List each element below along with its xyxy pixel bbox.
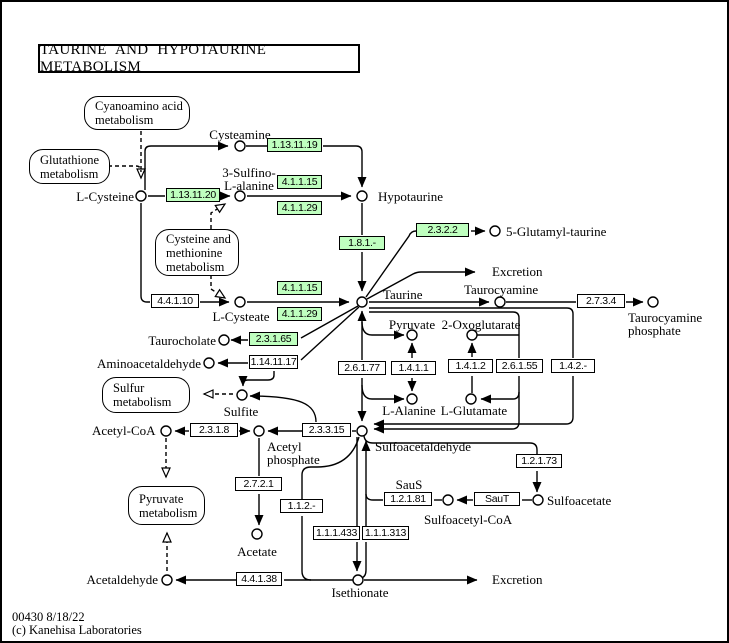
enzyme-box-2.6.1.77[interactable]: 2.6.1.77 xyxy=(338,361,386,375)
enzyme-box-1.2.1.81[interactable]: 1.2.1.81 xyxy=(384,492,432,506)
compound-node-sulfoacetaldehyde[interactable] xyxy=(356,425,368,437)
enzyme-box-1.4.1.1[interactable]: 1.4.1.1 xyxy=(391,361,436,375)
compound-node-isethionate[interactable] xyxy=(352,574,364,586)
label-pyruvate: Pyruvate xyxy=(388,317,436,332)
enzyme-box-1.1.1.433[interactable]: 1.1.1.433 xyxy=(313,526,360,540)
label-5-glutamyl-taurine: 5-Glutamyl-taurine xyxy=(506,224,607,239)
enzyme-box-2.7.3.4[interactable]: 2.7.3.4 xyxy=(577,294,625,308)
pathway-link-cyanoamino-acid-metabolism[interactable]: Cyanoamino acid metabolism xyxy=(84,96,190,130)
enzyme-box-4.1.1.15-lower[interactable]: 4.1.1.15 xyxy=(277,281,322,295)
enzyme-box-1.13.11.20[interactable]: 1.13.11.20 xyxy=(166,188,220,202)
enzyme-box-1.4.2.-[interactable]: 1.4.2.- xyxy=(551,359,595,373)
compound-node-acetyl-coa[interactable] xyxy=(160,425,172,437)
label-isethionate: Isethionate xyxy=(331,585,389,600)
enzyme-box-1.1.1.313[interactable]: 1.1.1.313 xyxy=(362,526,409,540)
compound-node-cysteamine[interactable] xyxy=(234,140,246,152)
compound-node-acetate[interactable] xyxy=(251,528,263,540)
label-l-cysteate: L-Cysteate xyxy=(212,309,270,324)
enzyme-box-2.3.2.2[interactable]: 2.3.2.2 xyxy=(416,223,469,237)
label-acetate: Acetate xyxy=(237,544,277,559)
compound-node-taurocyamine-phosphate[interactable] xyxy=(647,296,659,308)
pathway-link-pyruvate-metabolism[interactable]: Pyruvate metabolism xyxy=(128,486,205,525)
enzyme-box-4.1.1.15-upper[interactable]: 4.1.1.15 xyxy=(277,175,322,189)
compound-node-3-sulfino-l-alanine[interactable] xyxy=(234,190,246,202)
label-cysteamine: Cysteamine xyxy=(209,127,271,142)
enzyme-box-4.1.1.29-lower[interactable]: 4.1.1.29 xyxy=(277,307,322,321)
enzyme-box-2.6.1.55[interactable]: 2.6.1.55 xyxy=(496,359,543,373)
label-saus: SauS xyxy=(395,477,423,492)
reaction-edges xyxy=(140,141,644,585)
copyright: (c) Kanehisa Laboratories xyxy=(12,623,142,637)
label-excretion-top: Excretion xyxy=(492,264,543,279)
compound-node-taurocholate[interactable] xyxy=(218,334,230,346)
label-sulfoacetate: Sulfoacetate xyxy=(547,493,612,508)
label-excretion-bottom: Excretion xyxy=(492,572,543,587)
dashed-pathway-links xyxy=(108,131,233,571)
enzyme-box-1.8.1.-[interactable]: 1.8.1.- xyxy=(339,236,385,250)
label-aminoacetaldehyde: Aminoacetaldehyde xyxy=(97,356,201,371)
enzyme-box-4.4.1.10[interactable]: 4.4.1.10 xyxy=(151,294,199,308)
enzyme-box-1.1.2.-[interactable]: 1.1.2.- xyxy=(280,499,323,513)
label-acetyl-phosphate: Acetyl phosphate xyxy=(267,439,320,467)
compound-node-sulfite[interactable] xyxy=(236,389,248,401)
label-sulfoacetaldehyde: Sulfoacetaldehyde xyxy=(375,439,472,454)
enzyme-box-1.4.1.2[interactable]: 1.4.1.2 xyxy=(448,359,493,373)
compound-node-taurine[interactable] xyxy=(356,296,368,308)
map-title: TAURINE AND HYPOTAURINE METABOLISM xyxy=(38,42,360,75)
compound-node-l-glutamate[interactable] xyxy=(465,393,477,405)
label-l-alanine: L-Alanine xyxy=(382,403,436,418)
enzyme-box-2.3.3.15[interactable]: 2.3.3.15 xyxy=(302,423,351,437)
label-l-glutamate: L-Glutamate xyxy=(440,403,508,418)
compound-node-taurocyamine[interactable] xyxy=(494,296,506,308)
compound-node-acetyl-phosphate[interactable] xyxy=(253,425,265,437)
enzyme-box-4.4.1.38[interactable]: 4.4.1.38 xyxy=(236,572,282,586)
enzyme-box-2.7.2.1[interactable]: 2.7.2.1 xyxy=(235,477,282,491)
compound-node-5-glutamyl-taurine[interactable] xyxy=(489,225,501,237)
label-taurine: Taurine xyxy=(383,287,423,302)
enzyme-box-1.13.11.19[interactable]: 1.13.11.19 xyxy=(267,138,322,152)
label-acetyl-coa: Acetyl-CoA xyxy=(92,423,156,438)
compound-node-2-oxoglutarate[interactable] xyxy=(466,329,478,341)
label-l-cysteine: L-Cysteine xyxy=(76,189,134,204)
enzyme-box-1.2.1.73[interactable]: 1.2.1.73 xyxy=(516,454,562,468)
compound-nodes xyxy=(135,140,659,586)
label-taurocyamine-phosphate: Taurocyamine phosphate xyxy=(628,310,703,338)
compound-node-acetaldehyde[interactable] xyxy=(161,574,173,586)
label-sulfite: Sulfite xyxy=(223,404,259,419)
label-3-sulfino-l-alanine: 3-Sulfino- L-alanine xyxy=(222,165,276,193)
map-id: 00430 8/18/22 xyxy=(12,610,85,624)
compound-node-l-cysteine[interactable] xyxy=(135,190,147,202)
compound-node-l-cysteate[interactable] xyxy=(234,296,246,308)
pathway-link-cysteine-and-methionine-metabolism[interactable]: Cysteine and methionine metabolism xyxy=(155,229,239,276)
compound-node-sulfoacetate[interactable] xyxy=(532,494,544,506)
enzyme-box-4.1.1.29-upper[interactable]: 4.1.1.29 xyxy=(277,201,322,215)
compound-node-sulfoacetyl-coa[interactable] xyxy=(442,494,454,506)
compound-node-hypotaurine[interactable] xyxy=(356,190,368,202)
enzyme-box-1.14.11.17[interactable]: 1.14.11.17 xyxy=(249,355,298,369)
pathway-link-glutathione-metabolism[interactable]: Glutathione metabolism xyxy=(29,149,110,184)
label-2-oxoglutarate: 2-Oxoglutarate xyxy=(441,317,521,332)
label-taurocholate: Taurocholate xyxy=(148,333,216,348)
compound-node-l-alanine[interactable] xyxy=(406,393,418,405)
label-sulfoacetyl-coa: Sulfoacetyl-CoA xyxy=(424,512,513,527)
label-hypotaurine: Hypotaurine xyxy=(378,189,443,204)
enzyme-box-2.3.1.8[interactable]: 2.3.1.8 xyxy=(190,423,238,437)
label-taurocyamine: Taurocyamine xyxy=(464,282,539,297)
enzyme-box-2.3.1.65[interactable]: 2.3.1.65 xyxy=(249,332,298,346)
compound-node-pyruvate[interactable] xyxy=(406,329,418,341)
compound-node-aminoacetaldehyde[interactable] xyxy=(203,357,215,369)
pathway-link-sulfur-metabolism[interactable]: Sulfur metabolism xyxy=(102,377,190,413)
label-acetaldehyde: Acetaldehyde xyxy=(86,572,158,587)
enzyme-box-saut[interactable]: SauT xyxy=(474,492,520,506)
